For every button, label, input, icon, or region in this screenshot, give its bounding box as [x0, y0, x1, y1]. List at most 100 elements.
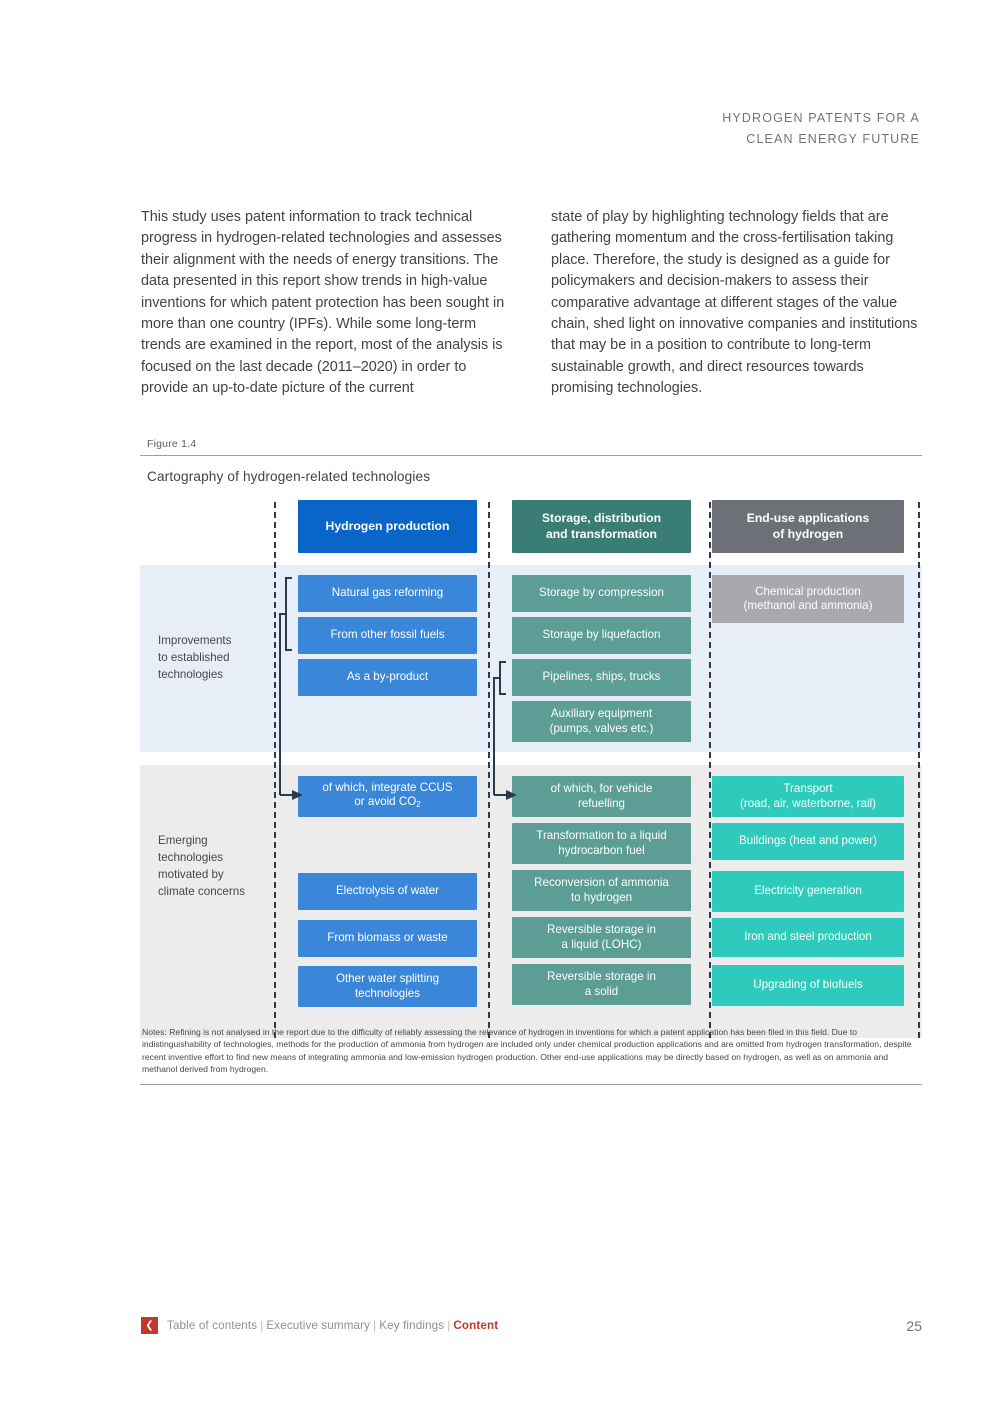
box-ccus-line2: or avoid CO — [354, 795, 417, 809]
cartography-diagram: Hydrogen production Storage, distributio… — [140, 500, 922, 1045]
box-auxiliary-equipment-line1: Auxiliary equipment — [550, 707, 653, 720]
dashed-separator-1 — [274, 502, 276, 1038]
footer-separator-3: | — [447, 1319, 451, 1332]
body-paragraph-right: state of play by highlighting technology… — [551, 209, 918, 397]
running-header-line2: CLEAN ENERGY FUTURE — [746, 132, 920, 146]
box-storage-by-liquefaction: Storage by liquefaction — [512, 617, 691, 654]
box-buildings-heat-and-power: Buildings (heat and power) — [712, 823, 904, 860]
box-of-which-integrate-ccus: of which, integrate CCUS or avoid CO2 — [298, 776, 477, 817]
dashed-separator-4 — [918, 502, 920, 1038]
row-label-improvements: Improvements to established technologies — [158, 632, 270, 683]
row-label-emerging-line4: climate concerns — [158, 885, 245, 898]
box-reconversion-line1: Reconversion of ammonia — [534, 876, 669, 889]
box-electricity-generation: Electricity generation — [712, 871, 904, 912]
box-of-which-integrate-ccus-label: of which, integrate CCUS or avoid CO2 — [322, 781, 452, 813]
box-transformation-liquid-hydrocarbon: Transformation to a liquid hydrocarbon f… — [512, 823, 691, 864]
footer-link-key-findings[interactable]: Key findings — [379, 1319, 445, 1332]
box-chemical-production-label: Chemical production (methanol and ammoni… — [744, 585, 873, 614]
box-as-a-by-product: As a by-product — [298, 659, 477, 696]
box-chemical-production-line2: (methanol and ammonia) — [743, 599, 873, 612]
box-electrolysis-of-water: Electrolysis of water — [298, 873, 477, 910]
figure-block: Figure 1.4 Cartography of hydrogen-relat… — [140, 438, 922, 1045]
figure-number: Figure 1.4 — [147, 438, 197, 450]
box-pipelines-ships-trucks-label: Pipelines, ships, trucks — [542, 670, 661, 684]
footer-link-table-of-contents[interactable]: Table of contents — [167, 1319, 258, 1332]
box-iron-and-steel-production: Iron and steel production — [712, 918, 904, 957]
box-transformation-line1: Transformation to a liquid — [536, 829, 667, 842]
row-label-emerging-line3: motivated by — [158, 868, 224, 881]
enduse-header-line2: of hydrogen — [772, 526, 844, 541]
box-storage-by-compression-label: Storage by compression — [538, 586, 665, 600]
box-ccus-line1: of which, integrate CCUS — [322, 780, 453, 794]
running-header-line1: HYDROGEN PATENTS FOR A — [722, 111, 920, 125]
box-electrolysis-of-water-label: Electrolysis of water — [335, 884, 440, 898]
box-reversible-liquid-line2: a liquid (LOHC) — [561, 937, 642, 951]
body-paragraph-left: This study uses patent information to tr… — [141, 209, 505, 397]
box-reconversion-of-ammonia-label: Reconversion of ammonia to hydrogen — [534, 876, 669, 905]
box-transformation-liquid-hydrocarbon-label: Transformation to a liquid hydrocarbon f… — [536, 829, 666, 858]
box-of-which-vehicle-refuelling-label: of which, for vehicle refuelling — [551, 782, 653, 811]
footer-separator-1: | — [260, 1319, 264, 1332]
box-vehicle-refuelling-line2: refuelling — [577, 796, 626, 810]
footer-links: Table of contents|Executive summary|Key … — [167, 1319, 498, 1332]
figure-notes-block: Notes: Refining is not analysed in the r… — [140, 1026, 922, 1085]
column-header-production-label: Hydrogen production — [325, 518, 450, 533]
box-transport: Transport (road, air, waterborne, rail) — [712, 776, 904, 817]
box-other-water-splitting-line2: technologies — [354, 986, 421, 1000]
column-header-end-use-applications: End-use applications of hydrogen — [712, 500, 904, 553]
box-storage-by-liquefaction-label: Storage by liquefaction — [542, 628, 661, 642]
box-ccus-subscript: 2 — [416, 799, 421, 809]
box-iron-and-steel-label: Iron and steel production — [744, 930, 872, 944]
box-chemical-production: Chemical production (methanol and ammoni… — [712, 575, 904, 623]
box-chemical-production-line1: Chemical production — [755, 584, 861, 598]
box-transport-line1: Transport — [783, 782, 833, 795]
box-reconversion-of-ammonia: Reconversion of ammonia to hydrogen — [512, 870, 691, 911]
row-label-emerging: Emerging technologies motivated by clima… — [158, 832, 270, 900]
box-of-which-vehicle-refuelling: of which, for vehicle refuelling — [512, 776, 691, 817]
dashed-separator-3 — [709, 502, 711, 1038]
box-from-other-fossil-fuels-label: From other fossil fuels — [330, 628, 445, 642]
box-auxiliary-equipment-line2: (pumps, valves etc.) — [549, 721, 654, 735]
body-column-right: state of play by highlighting technology… — [551, 207, 923, 400]
box-pipelines-ships-trucks: Pipelines, ships, trucks — [512, 659, 691, 696]
box-transformation-line2: hydrocarbon fuel — [558, 843, 645, 857]
figure-notes: Notes: Refining is not analysed in the r… — [142, 1027, 912, 1075]
figure-top-rule — [140, 455, 922, 456]
box-other-water-splitting-label: Other water splitting technologies — [336, 972, 439, 1001]
box-other-water-splitting-line1: Other water splitting — [335, 972, 440, 985]
box-reconversion-line2: to hydrogen — [570, 890, 633, 904]
box-reversible-solid-line2: a solid — [584, 984, 619, 998]
figure-title: Cartography of hydrogen-related technolo… — [147, 469, 431, 484]
column-header-enduse-label: End-use applications of hydrogen — [747, 511, 870, 542]
box-transport-label: Transport (road, air, waterborne, rail) — [740, 782, 876, 811]
box-auxiliary-equipment: Auxiliary equipment (pumps, valves etc.) — [512, 701, 691, 742]
footer-link-content[interactable]: Content — [453, 1319, 499, 1332]
column-header-storage-distribution: Storage, distribution and transformation — [512, 500, 691, 553]
box-from-biomass-or-waste: From biomass or waste — [298, 920, 477, 957]
figure-bottom-rule — [140, 1083, 922, 1085]
running-header: HYDROGEN PATENTS FOR A CLEAN ENERGY FUTU… — [722, 108, 920, 150]
box-storage-by-compression: Storage by compression — [512, 575, 691, 612]
row-label-improvements-line1: Improvements — [158, 634, 232, 647]
box-reversible-liquid-line1: Reversible storage in — [547, 923, 656, 936]
dashed-separator-2 — [488, 502, 490, 1038]
footer-link-executive-summary[interactable]: Executive summary — [266, 1319, 371, 1332]
box-vehicle-refuelling-line1: of which, for vehicle — [550, 782, 653, 795]
box-from-biomass-or-waste-label: From biomass or waste — [327, 931, 448, 945]
footer-separator-2: | — [373, 1319, 377, 1332]
box-electricity-generation-label: Electricity generation — [754, 884, 862, 898]
box-upgrading-of-biofuels: Upgrading of biofuels — [712, 965, 904, 1006]
box-from-other-fossil-fuels: From other fossil fuels — [298, 617, 477, 654]
box-natural-gas-reforming-label: Natural gas reforming — [331, 586, 444, 600]
page-number: 25 — [906, 1317, 922, 1334]
column-header-hydrogen-production: Hydrogen production — [298, 500, 477, 553]
box-reversible-storage-liquid-label: Reversible storage in a liquid (LOHC) — [547, 923, 656, 952]
column-header-storage-label: Storage, distribution and transformation — [542, 511, 661, 542]
enduse-header-line1: End-use applications — [746, 511, 870, 525]
box-reversible-storage-solid: Reversible storage in a solid — [512, 964, 691, 1005]
body-columns: This study uses patent information to tr… — [141, 207, 923, 400]
box-other-water-splitting: Other water splitting technologies — [298, 966, 477, 1007]
chevron-left-icon[interactable]: ❮ — [141, 1317, 158, 1334]
box-reversible-solid-line1: Reversible storage in — [547, 970, 656, 983]
box-natural-gas-reforming: Natural gas reforming — [298, 575, 477, 612]
